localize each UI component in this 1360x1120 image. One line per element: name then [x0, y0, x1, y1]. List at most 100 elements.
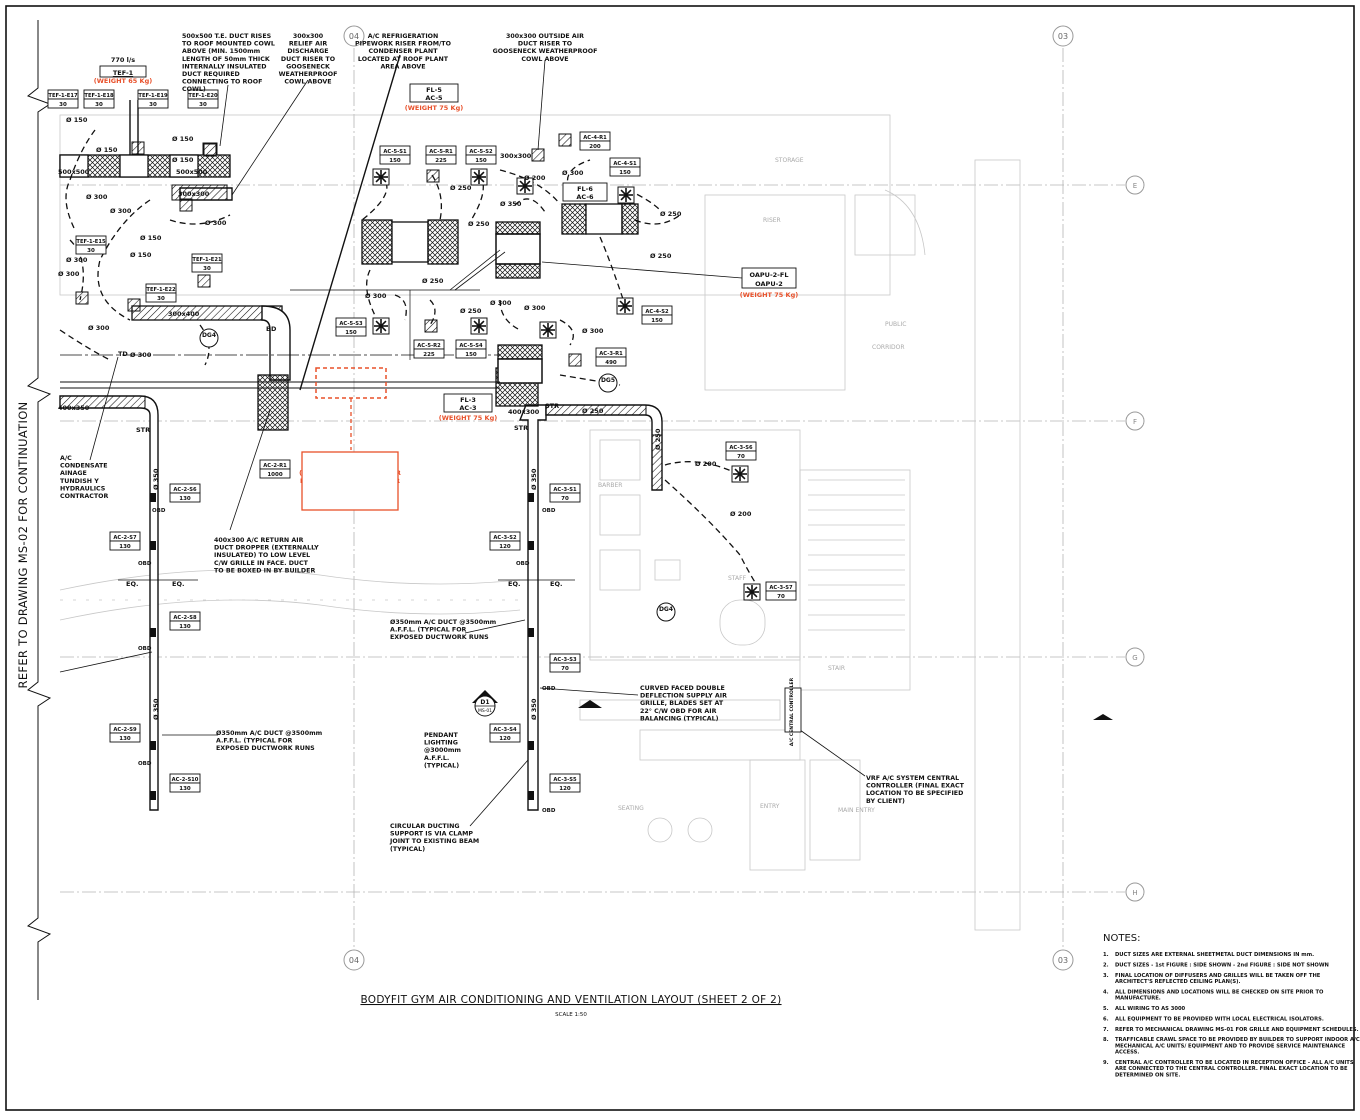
tag-id: TEF-1-E18 — [84, 93, 114, 99]
oapu-name: OAPU-2-FL — [750, 271, 789, 279]
dim-200-c: Ø 200 — [730, 510, 752, 518]
tag-value: 200 — [589, 144, 601, 150]
tag-id: AC-3-S7 — [769, 585, 793, 591]
tag-ac-4-r1: AC-4-R1 200 — [579, 131, 611, 151]
oapu-unit: OAPU-2 — [755, 280, 783, 288]
dim-250-g: Ø 250 — [582, 407, 604, 415]
dim-300-e: Ø 300 — [130, 351, 152, 359]
vert-350-d: Ø 350 — [530, 698, 538, 720]
eq-c: EQ. — [508, 580, 520, 588]
tag-value: 30 — [149, 102, 157, 108]
tag-value: 70 — [561, 496, 569, 502]
oapu-tag: OAPU-2-FL OAPU-2 (WEIGHT 75 Kg) — [541, 261, 798, 299]
d1-top: D1 — [480, 699, 489, 706]
return-grille — [127, 298, 141, 312]
tag-tef-1-e19: TEF-1-E19 30 — [137, 89, 169, 109]
tef1-tag: 770 l/s TEF-1 (WEIGHT 65 Kg) — [94, 56, 152, 85]
tag-value: 1000 — [267, 472, 282, 478]
dim-300-i: Ø 300 — [490, 299, 512, 307]
return-air-dropper — [257, 374, 289, 431]
dim-150-e: Ø 150 — [140, 234, 162, 242]
sheet-border — [5, 5, 1355, 1111]
drawing-title: BODYFIT GYM AIR CONDITIONING AND VENTILA… — [360, 994, 781, 1006]
dim-150-c: Ø 150 — [172, 135, 194, 143]
note-item: 4.ALL DIMENSIONS AND LOCATIONS WILL BE C… — [1103, 989, 1324, 1001]
notes-heading: NOTES: — [1103, 933, 1141, 944]
supply-diffuser — [372, 317, 390, 335]
refrigerant-note-box — [301, 451, 399, 511]
tag-id: AC-3-S5 — [553, 777, 577, 783]
supply-diffuser — [470, 317, 488, 335]
tag-id: TEF-1-E19 — [138, 93, 168, 99]
dim-150-f: Ø 150 — [130, 251, 152, 259]
duct-500-b: 500x500 — [176, 168, 208, 176]
room-storage: STORAGE — [775, 157, 804, 164]
tag-id: TEF-1-E15 — [76, 239, 106, 245]
dg-markers: DG4 DG5 DG4 — [199, 328, 676, 622]
dim-200-b: Ø 200 — [695, 460, 717, 468]
dim-250-e: Ø 250 — [660, 210, 682, 218]
note-item: 9.CENTRAL A/C CONTROLLER TO BE LOCATED I… — [1103, 1060, 1354, 1078]
bd-label: BD — [266, 325, 277, 333]
vert-350-c: Ø 350 — [530, 468, 538, 490]
obd-damper — [528, 628, 534, 637]
fl6-tag: FL-6 AC-6 — [562, 182, 608, 202]
room-stair: STAIR — [828, 665, 845, 672]
tag-id: AC-3-S1 — [553, 487, 577, 493]
return-grille — [197, 274, 211, 288]
dimension-labels: Ø 150 Ø 150 Ø 150 Ø 150 Ø 150 Ø 150 Ø 30… — [58, 116, 752, 720]
oapu-weight: (WEIGHT 75 Kg) — [740, 291, 798, 299]
tag-id: AC-2-S6 — [173, 487, 197, 493]
fl3-name: FL-3 — [460, 396, 476, 404]
tag-value: 30 — [59, 102, 67, 108]
tag-value: 130 — [179, 624, 191, 630]
dim-300-k: Ø 300 — [582, 327, 604, 335]
tag-id: AC-4-R1 — [583, 135, 607, 141]
fl5-weight: (WEIGHT 75 Kg) — [405, 104, 463, 112]
tag-id: AC-2-S9 — [113, 727, 137, 733]
str-c: STR — [545, 402, 559, 410]
obd-damper — [150, 741, 156, 750]
duct-500: 500x500 — [58, 168, 90, 176]
return-grille — [179, 198, 193, 212]
supply-diffuser — [539, 321, 557, 339]
tag-value: 130 — [179, 786, 191, 792]
duct-300x400: 300x400 — [168, 310, 200, 318]
tag-value: 150 — [389, 158, 401, 164]
supply-diffuser — [617, 186, 635, 204]
eq-a: EQ. — [126, 580, 138, 588]
dim-200-a: Ø 200 — [524, 174, 546, 182]
obd-damper — [528, 541, 534, 550]
tag-id: AC-4-S2 — [645, 309, 669, 315]
continuation-note: REFER TO DRAWING MS-02 FOR CONTINUATION — [16, 402, 30, 689]
fl5-unit: AC-5 — [425, 94, 443, 102]
room-main-entry: MAIN ENTRY — [838, 807, 875, 814]
room-staff: STAFF — [728, 575, 747, 582]
grid-label-f: F — [1133, 418, 1137, 426]
tag-value: 130 — [179, 496, 191, 502]
tag-value: 490 — [605, 360, 617, 366]
tag-id: AC-5-S1 — [383, 149, 407, 155]
dim-250-c: Ø 250 — [460, 307, 482, 315]
tag-value: 120 — [559, 786, 571, 792]
tag-value: 225 — [435, 158, 447, 164]
dim-300-b: Ø 300 — [86, 193, 108, 201]
